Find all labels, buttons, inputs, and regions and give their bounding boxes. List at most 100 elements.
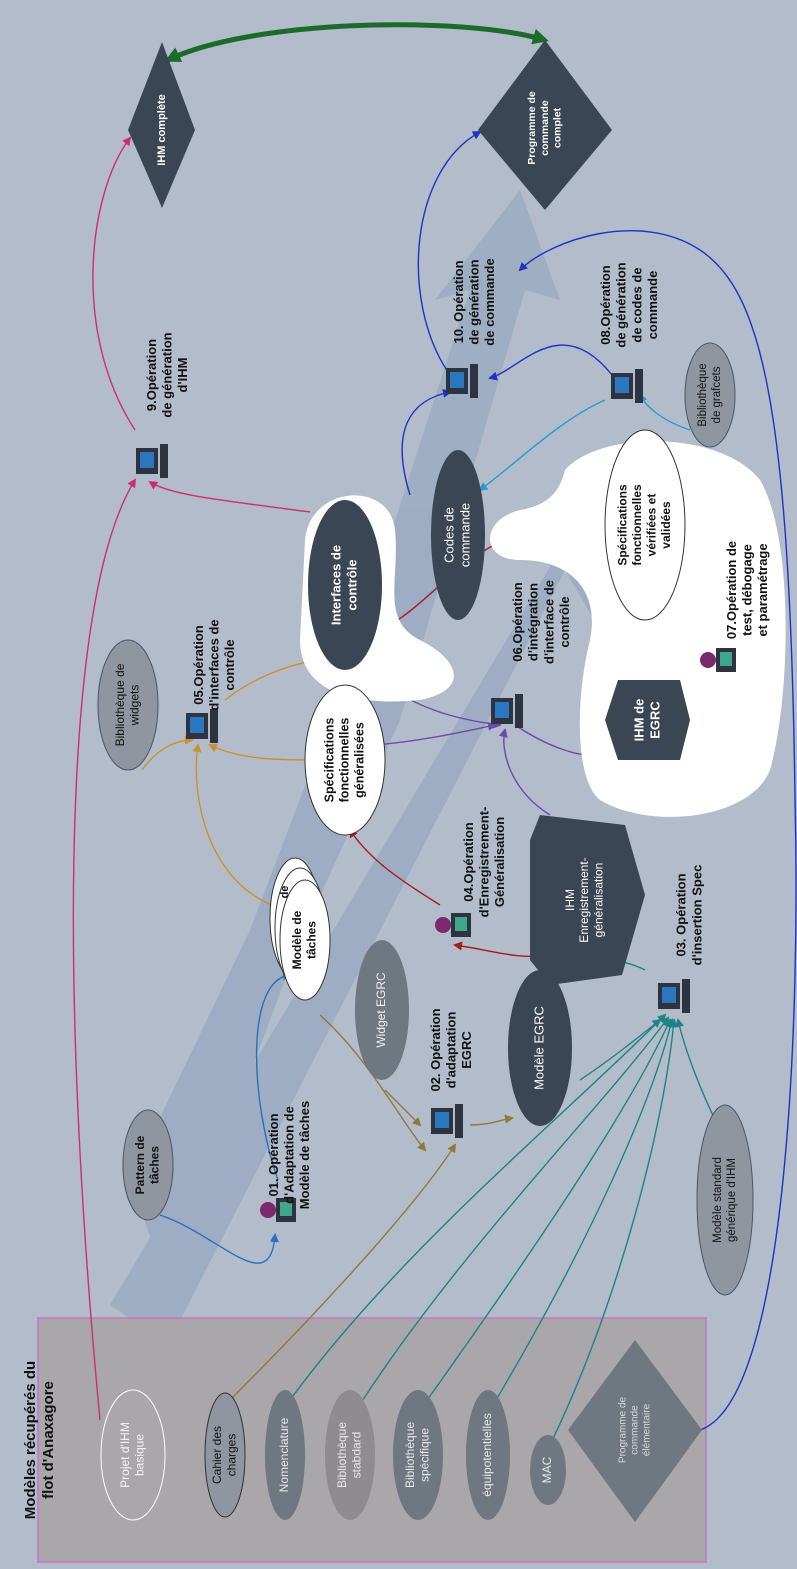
interfaces-controle-label-line: Interfaces de	[329, 545, 344, 625]
person-computer-icon	[435, 913, 471, 937]
programme-elementaire-label-line: élémentaire	[642, 1403, 653, 1456]
nomenclature-node	[265, 1390, 305, 1520]
bibliotheque-widgets-label-line: widgets	[127, 685, 141, 727]
modele-standard-label-line: générique d'IHM	[726, 1158, 738, 1242]
specs-generalisees-node	[304, 684, 386, 836]
modele-taches-label-line: Modèle de	[290, 910, 304, 969]
computer-icon	[446, 364, 478, 398]
legend-title-line: Modèles récupérés du	[22, 1361, 39, 1519]
op06-label-line: contrôle	[557, 596, 572, 647]
programme-elementaire-label-line: commande	[630, 1405, 641, 1455]
edge-equip-to-op03	[489, 1018, 675, 1411]
edge-op02-to-egrc	[469, 1114, 514, 1126]
edge-biblio-grafcets-to-op08	[639, 393, 691, 431]
edge-mac-to-op03	[549, 1018, 678, 1446]
ihm-complete-label: IHM complète	[156, 94, 168, 166]
modele-taches-node	[279, 879, 331, 1001]
ihm-enregistrement-hexagon	[530, 815, 645, 985]
op08-label-line: de génération	[614, 262, 629, 347]
ihm-egrc-label-line: EGRC	[647, 701, 662, 739]
ihm-complete-diamond	[128, 42, 195, 208]
op02-label-line: d'adaptation	[443, 1012, 458, 1089]
edge-pattern-to-op01	[159, 1214, 279, 1264]
bibliotheque-specifique-label-line: spécifique	[417, 1428, 431, 1482]
op02-label-line: 02. Opération	[428, 1008, 443, 1091]
op10-label-line: de commande	[482, 258, 497, 345]
bibliotheque-grafcets-node	[684, 342, 736, 448]
person-computer-icon	[260, 1198, 296, 1222]
modele-egrc-label: Modèle EGRC	[531, 1006, 546, 1090]
op10-label-line: de génération	[466, 259, 481, 344]
edge-specs-to-op05	[208, 744, 319, 761]
edge-prog-elem-to-op10	[518, 230, 797, 1431]
edge-ihmenreg-to-op06	[498, 728, 551, 816]
ihm-enregistrement-label-line: IHM	[563, 889, 577, 911]
op04-label-line: 04.Opération	[461, 822, 476, 902]
highlight-test-zone	[490, 441, 786, 817]
programme-complet-label-line: complet	[551, 107, 563, 148]
equipotentielles-label: équipotentielles	[480, 1413, 494, 1496]
specs-verifiees-label-line: Spécifications	[616, 484, 630, 566]
op04-label-line: Généralisation	[492, 817, 507, 907]
op08-label-line: de codes de	[629, 267, 644, 342]
programme-complet-diamond	[478, 40, 612, 210]
op06-label-line: d'interface de	[541, 580, 556, 664]
edge-op05-to-interfaces	[224, 656, 320, 701]
ihm-egrc-hexagon	[605, 680, 690, 760]
pattern-taches-label-line: tâches	[147, 1146, 161, 1184]
cahier-charges-label-line: charges	[224, 1434, 238, 1477]
specs-generalisees-label-line: fonctionnelles	[337, 718, 351, 803]
op08-label-line: commande	[645, 271, 660, 340]
edge-op9-to-ihm	[92, 136, 136, 431]
bibliotheque-standard-label-line: stabdard	[349, 1432, 363, 1479]
op02-label-line: EGRC	[459, 1031, 474, 1069]
modele-taches-partial-label: de	[279, 886, 291, 899]
person-computer-icon	[700, 648, 736, 672]
op01-label-line: Modèle de tâches	[297, 1101, 312, 1209]
bibliotheque-grafcets-label-line: Bibliothèque	[697, 363, 709, 426]
computer-icon	[658, 979, 690, 1013]
op01-label-line: 01. Opération	[266, 1113, 281, 1196]
edge-biblio-std-to-op03	[349, 1016, 670, 1421]
edge-projet-to-op9	[72, 478, 137, 1421]
bibliotheque-specifique-label-line: Bibliothèque	[403, 1422, 417, 1488]
op03-label-line: d'insertion Spec	[689, 865, 704, 966]
equipotentielles-node	[466, 1390, 510, 1520]
op10-label-line: 10. Opération	[451, 260, 466, 343]
edge-op04-to-specs	[348, 828, 441, 906]
modele-taches-partial-label-line: de	[279, 886, 291, 899]
op05-label-line: d'interfaces de	[206, 619, 221, 710]
edge-biblio-to-op05	[141, 735, 194, 771]
edge-codes-to-op10	[401, 388, 452, 496]
interfaces-controle-label-line: contrôle	[344, 559, 359, 610]
computer-icon	[611, 369, 643, 403]
edge-op10-to-programme	[417, 131, 482, 373]
interfaces-controle-node	[308, 500, 382, 670]
ihm-enregistrement-label-line: Enregistrement-	[577, 857, 591, 942]
bibliotheque-standard-label-line: Bibliothèque	[335, 1422, 349, 1488]
edge-modele-to-op02	[319, 1014, 427, 1152]
bibliotheque-widgets-node	[97, 639, 159, 771]
op06-label-line: d'intégration	[526, 583, 541, 661]
edge-op08-to-codes	[478, 399, 606, 492]
